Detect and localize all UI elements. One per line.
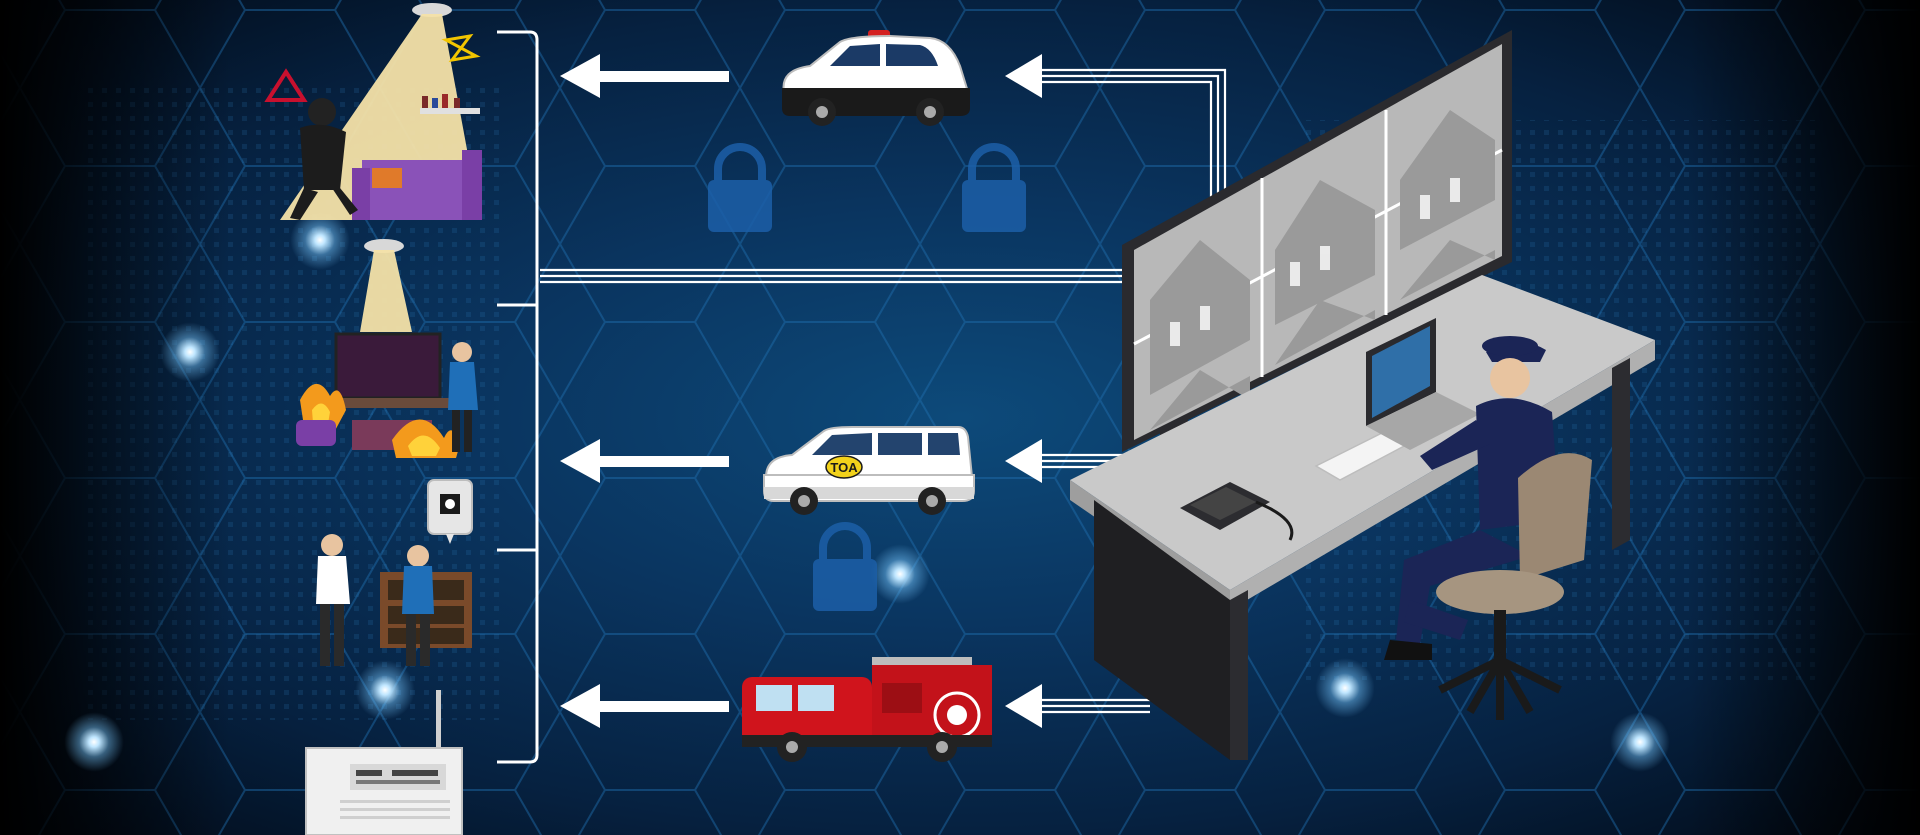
dispatch-arrow bbox=[560, 54, 729, 728]
lock-icon bbox=[813, 526, 877, 611]
security-car-logo: TOA bbox=[830, 460, 858, 475]
security-car: TOA bbox=[764, 427, 974, 515]
control-panel-device bbox=[306, 690, 462, 835]
emergency-button-scene bbox=[316, 480, 472, 666]
fire-truck bbox=[742, 657, 992, 762]
intruder-alarm-scene bbox=[268, 3, 482, 220]
lock-icon bbox=[708, 147, 772, 232]
lock-icon bbox=[962, 147, 1026, 232]
fire-alarm-scene bbox=[296, 239, 478, 458]
police-car bbox=[782, 30, 970, 126]
scene-bracket bbox=[497, 32, 537, 762]
